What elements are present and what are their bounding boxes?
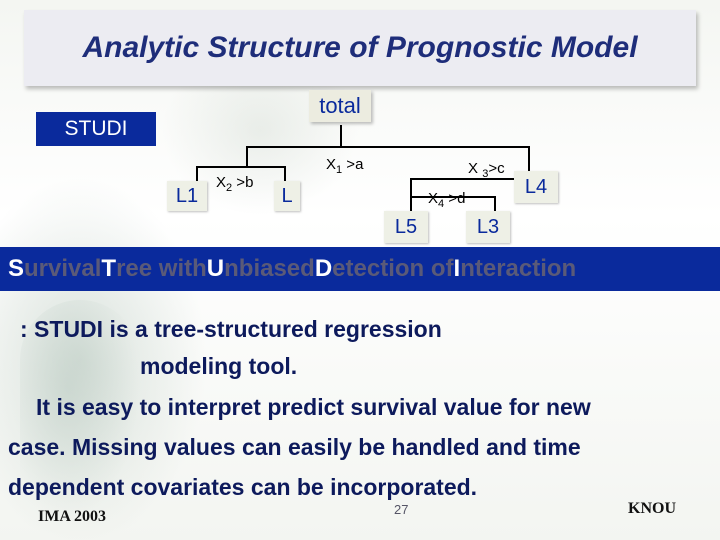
banner-cap-d: D <box>315 255 332 283</box>
banner-rest-t: ree with <box>116 255 207 283</box>
banner-rest-u: nbiased <box>224 255 315 283</box>
tree-root-node: total <box>309 90 371 122</box>
banner-rest-d: etection of <box>332 255 453 283</box>
description-line-3: It is easy to interpret predict survival… <box>36 396 591 419</box>
banner-rest-i: nteraction <box>460 255 576 283</box>
leaf-l3: L3 <box>466 211 510 243</box>
slide-title: Analytic Structure of Prognostic Model <box>82 31 637 65</box>
banner-cap-u: U <box>207 255 224 283</box>
footer-organization: KNOU <box>628 500 676 518</box>
studi-label: STUDI <box>36 112 156 146</box>
leaf-l2: L <box>274 181 300 211</box>
level2-right-drop <box>410 178 412 196</box>
split-x2: X2 >b <box>216 174 253 194</box>
level2-left-bar <box>196 166 286 168</box>
banner-cap-s: S <box>8 255 24 283</box>
trunk-line <box>340 125 342 147</box>
level3-drop-b <box>494 196 496 212</box>
leaf-l1: L1 <box>167 181 207 211</box>
banner-cap-t: T <box>101 255 116 283</box>
level3-drop-a <box>410 196 412 212</box>
leaf-l4: L4 <box>514 171 558 203</box>
split-x4: X4 >d <box>428 190 465 210</box>
level1-bar <box>246 146 530 148</box>
level1-left-drop <box>246 146 248 166</box>
description-line-1: : STUDI is a tree-structured regression <box>20 318 442 341</box>
split-x1: X1 >a <box>326 156 363 176</box>
banner-cap-i: I <box>454 255 461 283</box>
description-line-4: case. Missing values can easily be handl… <box>8 436 581 459</box>
banner-rest-s: urvival <box>24 255 101 283</box>
description-line-2: modeling tool. <box>140 355 297 378</box>
title-box: Analytic Structure of Prognostic Model <box>24 10 696 86</box>
split-x3: X 3>c <box>468 160 505 180</box>
page-number: 27 <box>394 502 408 517</box>
description-line-5: dependent covariates can be incorporated… <box>8 476 477 499</box>
leaf-l5: L5 <box>384 211 428 243</box>
footer-conference: IMA 2003 <box>38 508 106 526</box>
